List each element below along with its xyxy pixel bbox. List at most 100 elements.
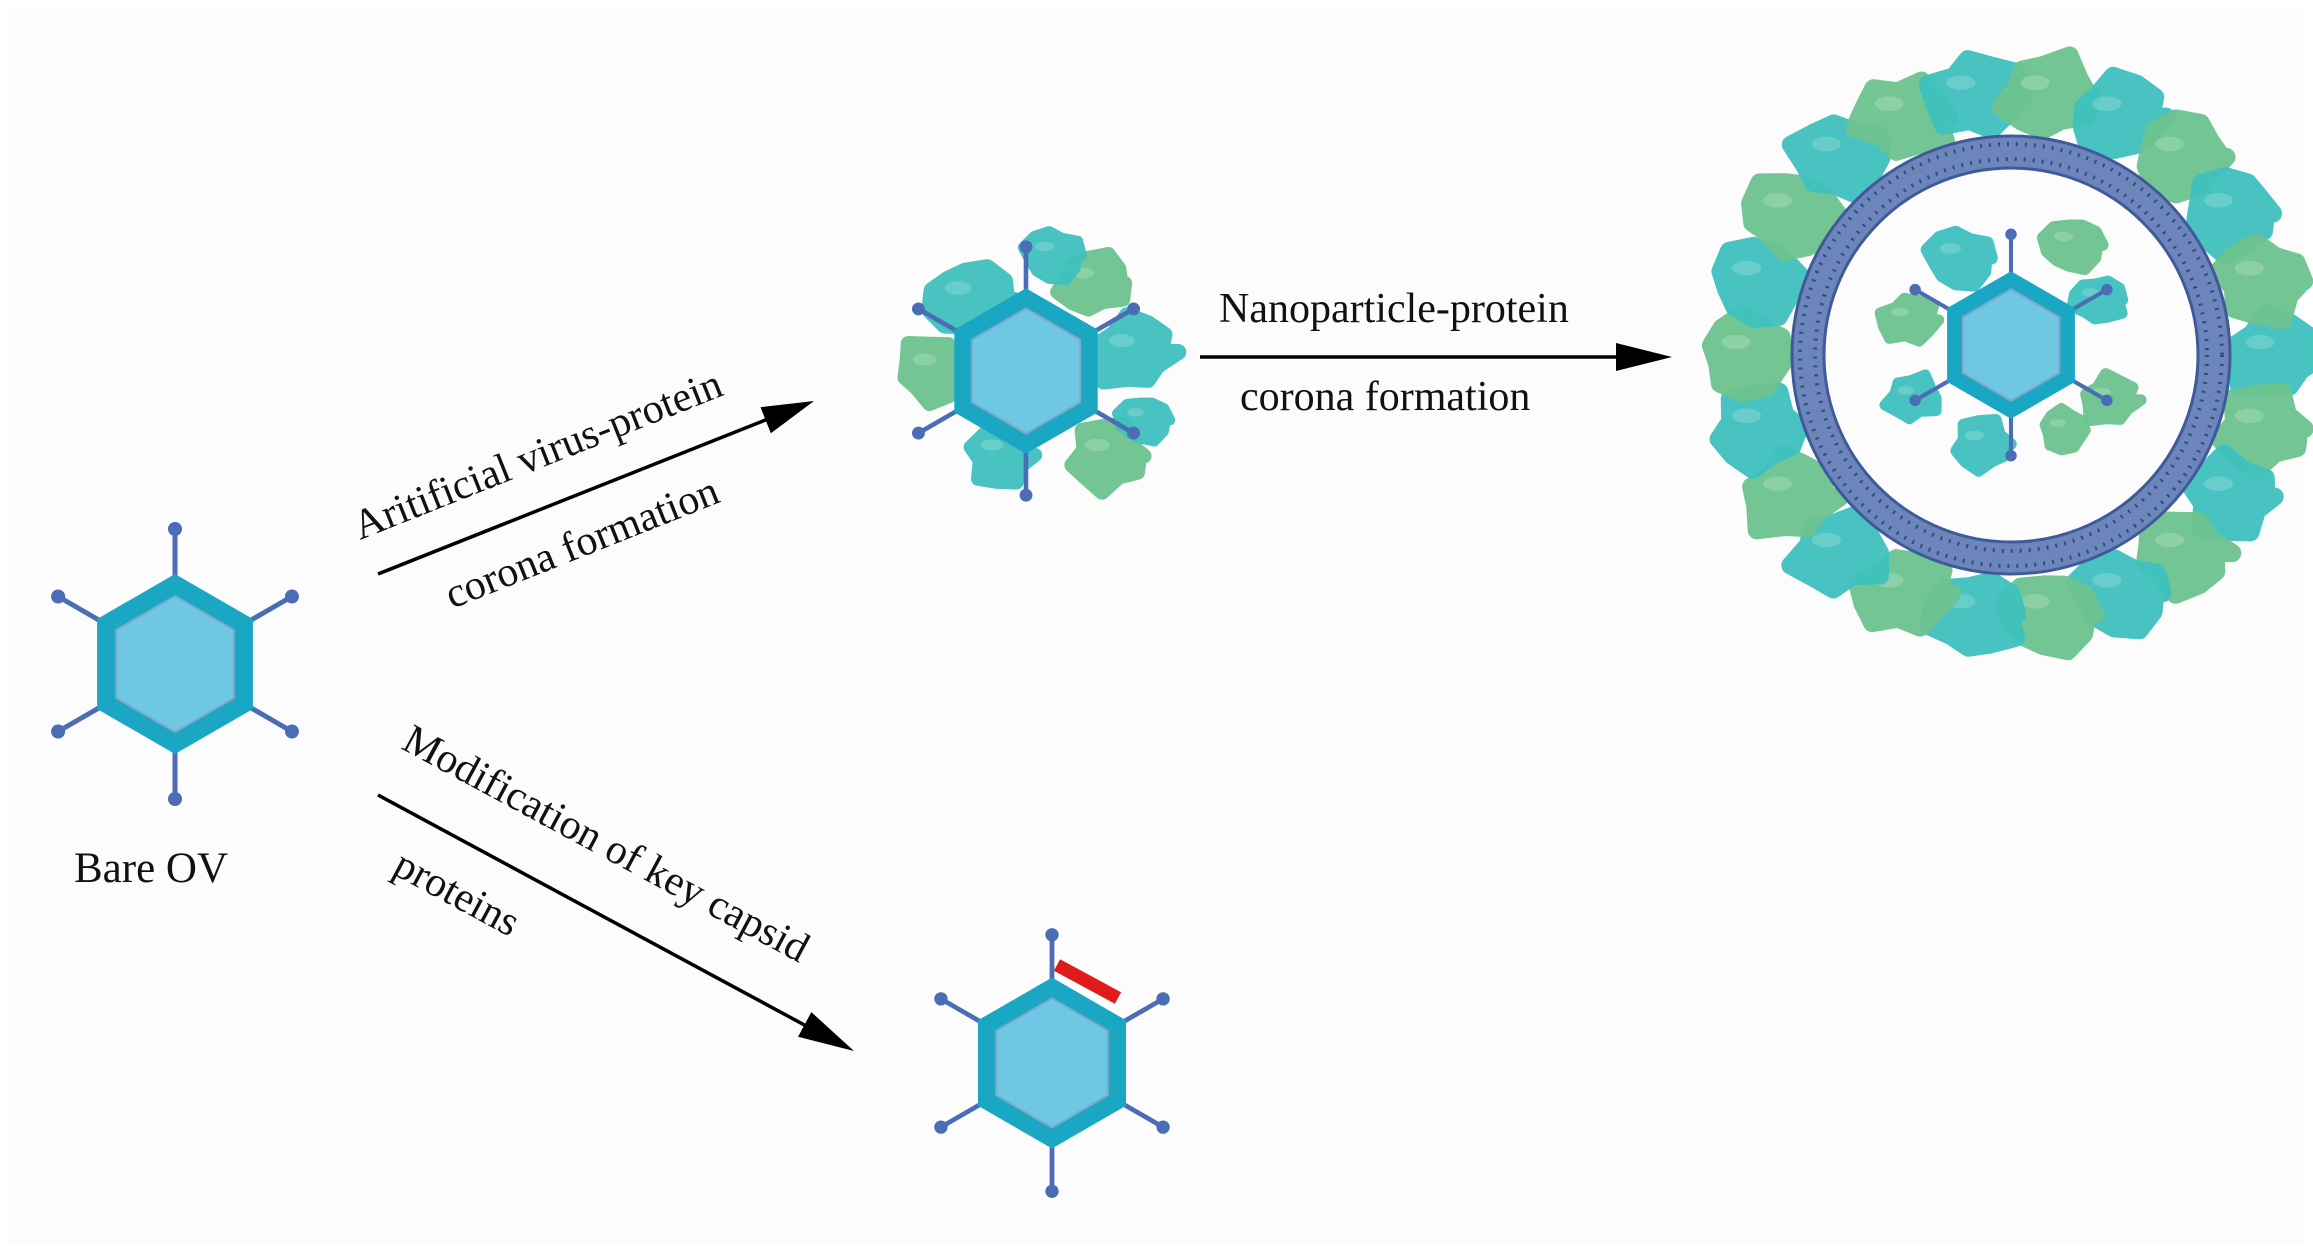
nanoparticle-virus-icon bbox=[1909, 228, 2113, 462]
protein-highlight bbox=[1127, 408, 1144, 417]
nano-corona-label-line1: Nanoparticle-protein bbox=[1219, 286, 1569, 332]
capsid-inner bbox=[115, 594, 235, 734]
protein-blob-icon bbox=[1017, 226, 1087, 286]
protein-highlight bbox=[2053, 231, 2074, 242]
protein-blob-icon bbox=[1879, 369, 1942, 425]
protein-blob-icon bbox=[1741, 173, 1847, 262]
protein-highlight bbox=[2050, 419, 2066, 427]
spike bbox=[1118, 1099, 1165, 1130]
protein-highlight bbox=[944, 281, 972, 295]
protein-highlight bbox=[1939, 243, 1962, 254]
spike-tip bbox=[2101, 283, 2113, 296]
spike-tip bbox=[1156, 992, 1170, 1006]
spike-tip bbox=[1127, 426, 1141, 440]
spike bbox=[1914, 287, 1954, 314]
protein-blob-icon bbox=[1090, 307, 1187, 390]
modified-capsid-protein-icon bbox=[1053, 959, 1122, 1004]
spike bbox=[1090, 306, 1135, 336]
protein-highlight bbox=[2245, 334, 2275, 350]
spike-tip bbox=[168, 792, 182, 806]
protein-highlight bbox=[1084, 438, 1110, 452]
protein-highlight bbox=[1811, 136, 1841, 152]
spike-tip bbox=[1909, 283, 1921, 296]
spike-tip bbox=[1156, 1120, 1170, 1134]
protein-blob-icon bbox=[1112, 397, 1176, 447]
protein-blob-icon bbox=[2080, 368, 2147, 427]
capsid-inner bbox=[1961, 288, 2061, 402]
protein-blob-icon bbox=[2210, 233, 2313, 329]
spike bbox=[1118, 996, 1165, 1027]
spike bbox=[939, 996, 986, 1027]
spike-tip bbox=[2005, 228, 2017, 241]
spike-tip bbox=[1019, 240, 1033, 254]
corona-virus-icon bbox=[911, 240, 1141, 502]
protein-highlight bbox=[1891, 307, 1909, 317]
protein-blob-icon bbox=[1920, 225, 1998, 292]
bare-ov-label: Bare OV bbox=[74, 845, 228, 892]
arrow-nano-corona bbox=[1200, 343, 1672, 371]
nanoparticle-shell-dots bbox=[1813, 157, 2209, 553]
nanoparticle-protein-corona-complex bbox=[1701, 46, 2313, 661]
protein-highlight bbox=[2020, 75, 2050, 90]
nanoparticle-shell-icon bbox=[1793, 137, 2229, 573]
protein-blob-icon bbox=[1874, 292, 1945, 347]
protein-highlight bbox=[2092, 573, 2122, 588]
spike-tip bbox=[51, 589, 66, 604]
protein-blob-icon bbox=[1711, 236, 1815, 329]
spike bbox=[917, 306, 962, 336]
protein-highlight bbox=[2020, 594, 2050, 609]
protein-blob-icon bbox=[1991, 46, 2101, 140]
spike-tip bbox=[1045, 928, 1059, 942]
protein-blob-icon bbox=[1950, 413, 2017, 477]
protein-highlight bbox=[2155, 136, 2185, 152]
spike-tip bbox=[911, 426, 925, 440]
modification-label-line2: proteins bbox=[386, 841, 527, 946]
capsid-inner bbox=[995, 997, 1109, 1129]
spike-tip bbox=[934, 992, 948, 1006]
protein-highlight bbox=[980, 439, 1004, 451]
protein-blob-icon bbox=[2181, 444, 2284, 542]
nanoparticle-shell-dots-outer bbox=[1798, 142, 2224, 568]
protein-blob-icon bbox=[1709, 382, 1812, 479]
spike-tip bbox=[168, 522, 182, 536]
protein-highlight bbox=[2203, 193, 2233, 208]
spike bbox=[2068, 376, 2108, 403]
protein-highlight bbox=[2234, 260, 2264, 276]
spike bbox=[939, 1099, 986, 1130]
arrow-capsid-modification bbox=[377, 793, 854, 1051]
spike-tip bbox=[1045, 1184, 1059, 1198]
protein-highlight bbox=[1034, 241, 1055, 252]
spike bbox=[244, 594, 294, 626]
nano-corona-label-line2: corona formation bbox=[1240, 374, 1530, 420]
protein-highlight bbox=[2203, 476, 2233, 491]
spike-tip bbox=[51, 724, 66, 739]
protein-blob-icon bbox=[2072, 66, 2176, 159]
spike bbox=[56, 702, 106, 734]
spike-tip bbox=[284, 589, 299, 604]
spike bbox=[1914, 376, 1954, 403]
bare-virus-icon bbox=[51, 522, 299, 806]
protein-highlight bbox=[1732, 260, 1762, 276]
nanoparticle-shell-outer-edge bbox=[1790, 134, 2232, 576]
protein-highlight bbox=[2155, 532, 2185, 548]
protein-highlight bbox=[1897, 386, 1914, 395]
protein-highlight bbox=[1763, 193, 1793, 208]
spike-tip bbox=[284, 724, 299, 739]
spike-tip bbox=[1127, 302, 1141, 316]
spike-tip bbox=[911, 302, 925, 316]
protein-blob-icon bbox=[2210, 382, 2313, 481]
protein-highlight bbox=[1108, 334, 1135, 347]
protein-highlight bbox=[2234, 408, 2264, 424]
protein-highlight bbox=[1874, 96, 1904, 111]
protein-highlight bbox=[1964, 430, 1985, 441]
protein-blob-icon bbox=[2036, 219, 2109, 275]
spike-tip bbox=[2101, 394, 2113, 407]
protein-highlight bbox=[1763, 476, 1793, 491]
outer-protein-corona bbox=[1701, 46, 2313, 661]
protein-blob-icon bbox=[2039, 402, 2091, 456]
capsid-inner bbox=[970, 307, 1082, 435]
virus-protein-corona bbox=[897, 226, 1187, 500]
spike bbox=[917, 406, 962, 436]
spike-tip bbox=[1019, 488, 1033, 502]
